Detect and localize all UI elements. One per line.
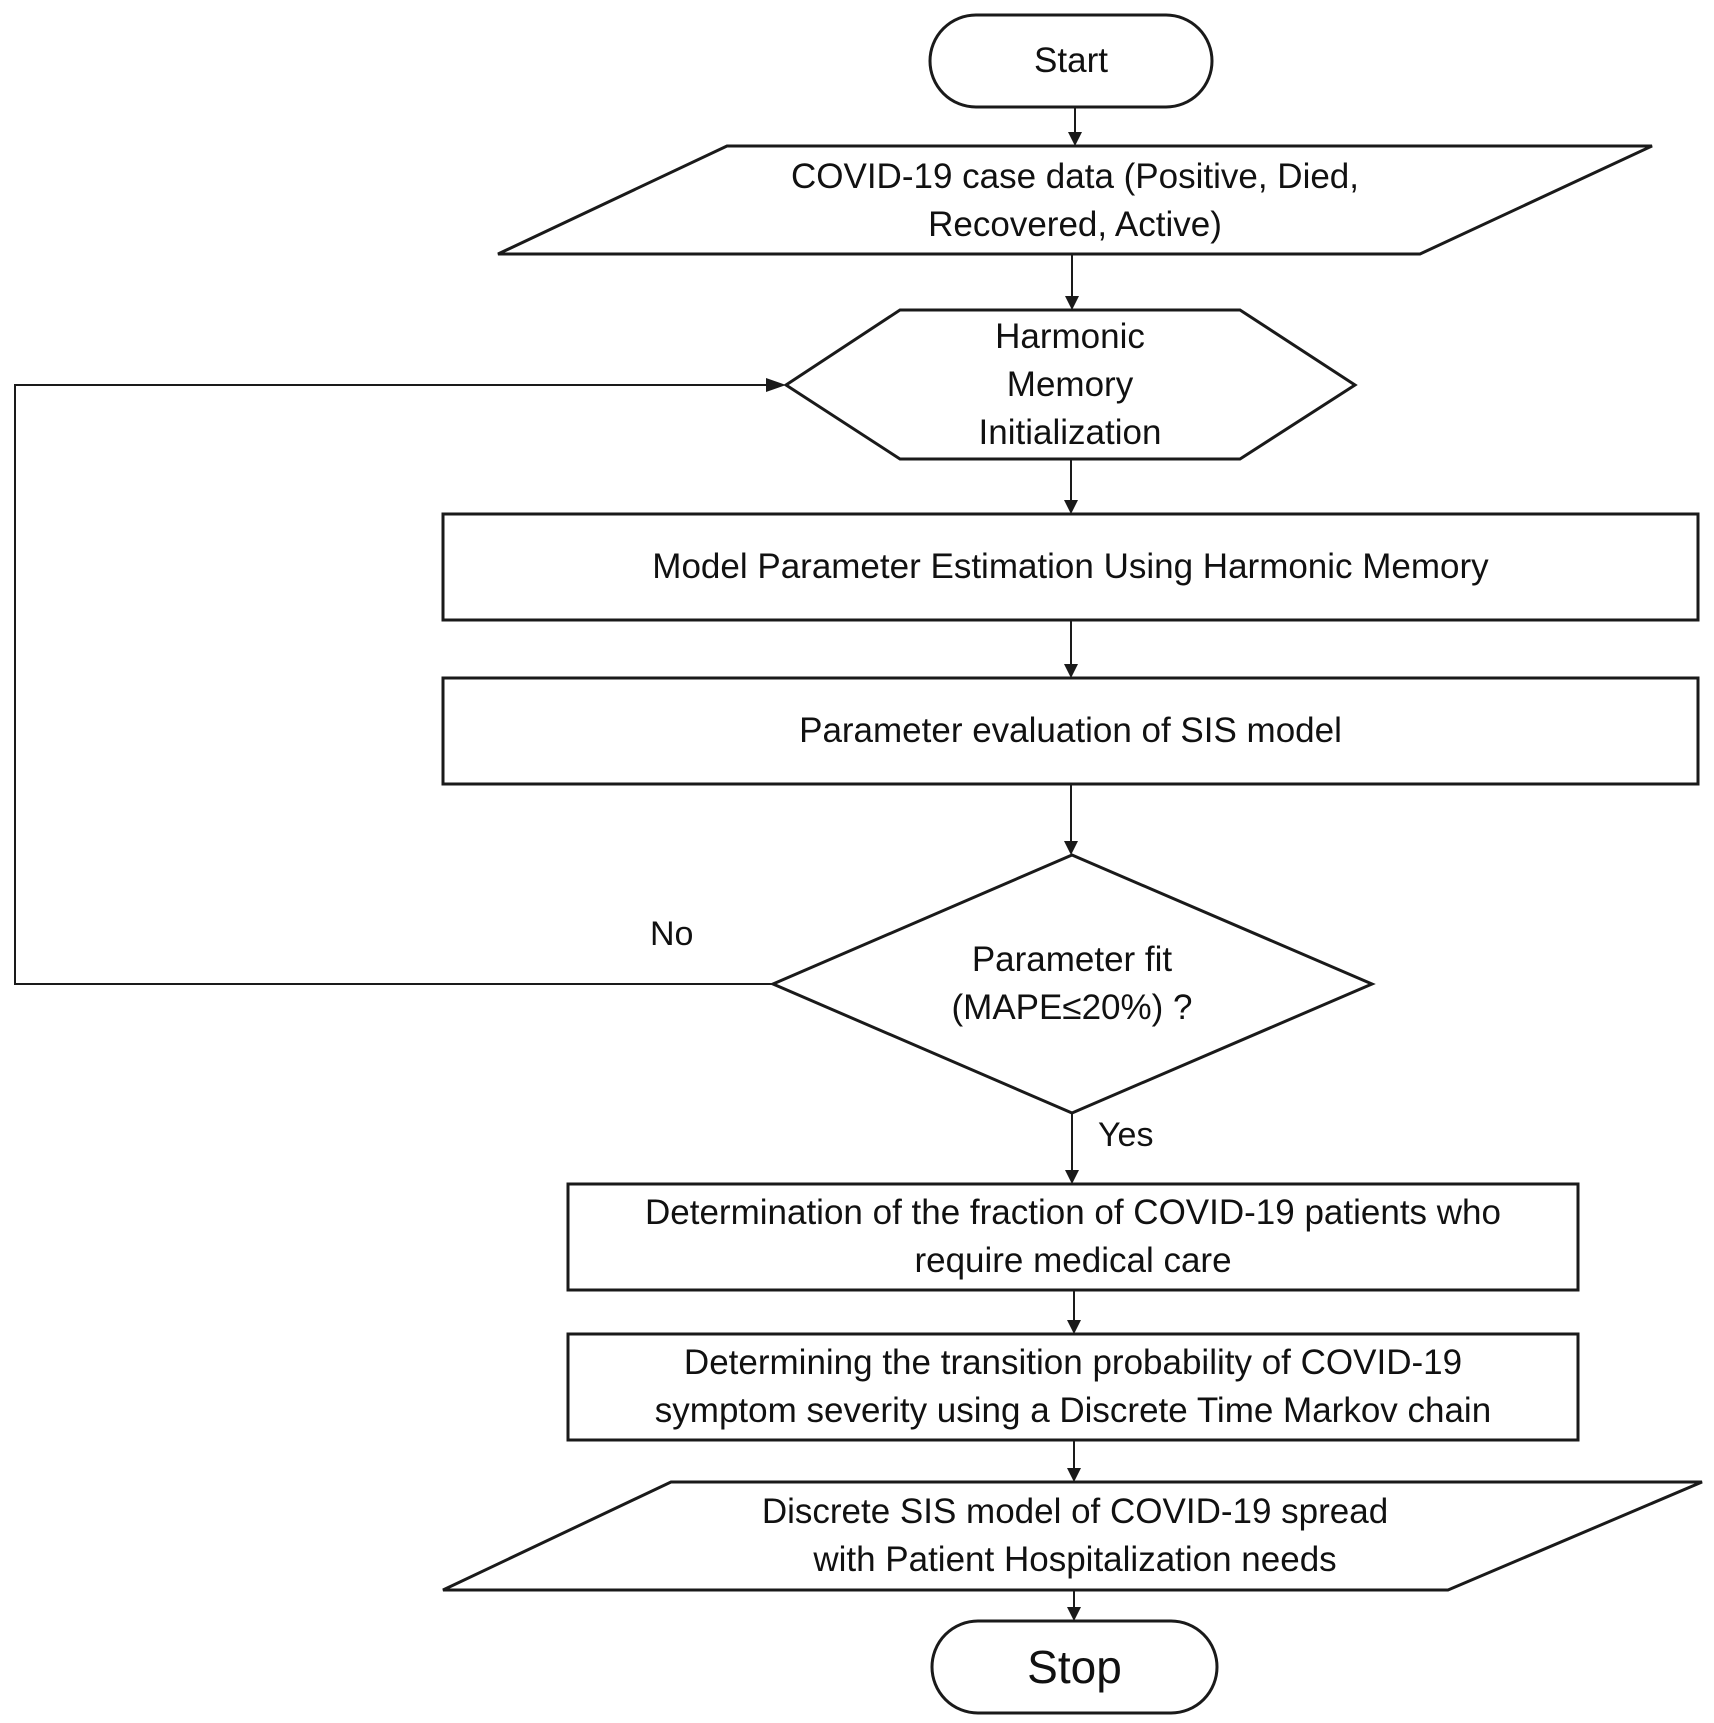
fraction-label: Determination of the fraction of COVID-1… [568, 1184, 1578, 1290]
hm-init-line-1: Harmonic [995, 317, 1145, 356]
hm-init-hexagon [783, 308, 1358, 461]
fraction-box [566, 1182, 1580, 1292]
input-data-label: COVID-19 case data (Positive, Died, Reco… [560, 152, 1590, 250]
decision-line-1: Parameter fit [971, 940, 1173, 979]
output-model-line-2: with Patient Hospitalization needs [813, 1540, 1337, 1579]
arrowhead [1065, 296, 1079, 310]
param-estimation-text: Model Parameter Estimation Using Harmoni… [652, 547, 1489, 586]
arrowhead [1067, 1468, 1081, 1482]
stop-text: Stop [1027, 1641, 1122, 1693]
arrowhead [1067, 1607, 1081, 1621]
start-text: Start [1034, 41, 1108, 80]
start-terminal [928, 13, 1214, 109]
input-data-line-2: Recovered, Active) [928, 205, 1222, 244]
transition-line-2: symptom severity using a Discrete Time M… [654, 1391, 1492, 1430]
start-label: Start [930, 15, 1212, 107]
fraction-line-1: Determination of the fraction of COVID-1… [645, 1193, 1501, 1232]
output-model-line-1: Discrete SIS model of COVID-19 spread [761, 1492, 1389, 1531]
arrowhead [1068, 132, 1082, 146]
arrowhead [766, 378, 786, 392]
edge-label-no: No [650, 915, 694, 953]
stop-terminal [930, 1619, 1219, 1715]
decision-line-2: (MAPE≤20%) ? [951, 988, 1193, 1027]
transition-line-1: Determining the transition probability o… [683, 1343, 1463, 1382]
transition-box [566, 1332, 1580, 1442]
arrowhead [1064, 841, 1078, 855]
edge-decision-no-loop [14, 384, 773, 985]
output-model-parallelogram [442, 1480, 1703, 1592]
decision-label: Parameter fit (MAPE≤20%) ? [872, 934, 1272, 1034]
transition-label: Determining the transition probability o… [568, 1334, 1578, 1440]
input-data-line-1: COVID-19 case data (Positive, Died, [790, 157, 1359, 196]
hm-init-label: Harmonic Memory Initialization [860, 312, 1280, 458]
arrowhead [1064, 664, 1078, 678]
arrowhead [1067, 1320, 1081, 1334]
stop-label: Stop [932, 1621, 1217, 1713]
param-evaluation-label: Parameter evaluation of SIS model [443, 678, 1698, 784]
arrowhead [1065, 1170, 1079, 1184]
output-model-label: Discrete SIS model of COVID-19 spread wi… [560, 1486, 1590, 1586]
param-evaluation-box [441, 676, 1700, 786]
edge-label-yes: Yes [1098, 1116, 1154, 1154]
arrowhead [1064, 500, 1078, 514]
fraction-line-2: require medical care [914, 1241, 1232, 1280]
input-data-parallelogram [497, 144, 1653, 256]
hm-init-line-2: Memory [1006, 365, 1134, 404]
param-evaluation-text: Parameter evaluation of SIS model [799, 711, 1342, 750]
hm-init-line-3: Initialization [978, 413, 1162, 452]
param-estimation-label: Model Parameter Estimation Using Harmoni… [443, 514, 1698, 620]
